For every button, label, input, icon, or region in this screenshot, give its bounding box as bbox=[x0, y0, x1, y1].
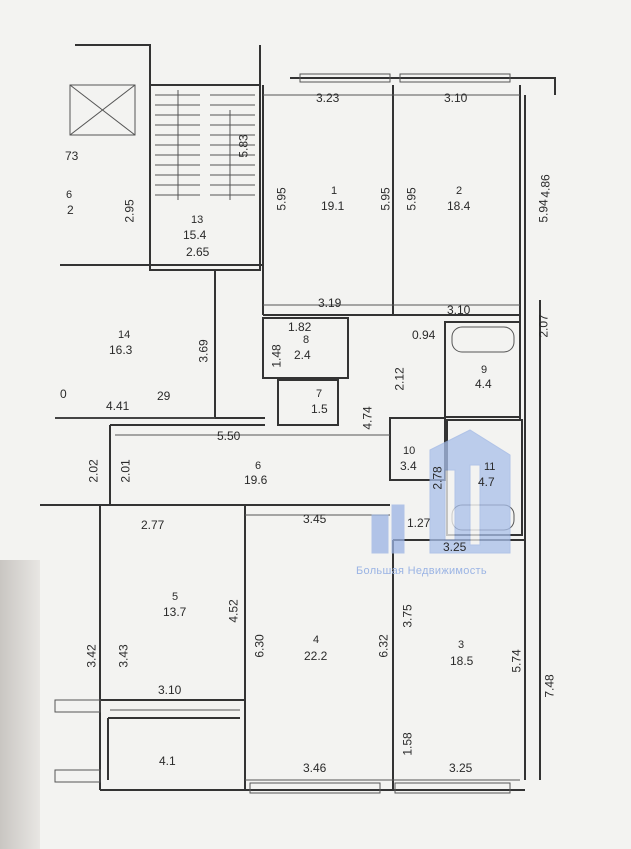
room-7-area: 1.5 bbox=[311, 402, 328, 416]
dim-342: 3.42 bbox=[84, 644, 99, 668]
dim-310-top: 3.10 bbox=[444, 91, 468, 105]
room-1-number: 1 bbox=[331, 185, 338, 197]
dim-369: 3.69 bbox=[196, 339, 211, 363]
room-3-area: 18.5 bbox=[450, 654, 474, 668]
dim-632: 6.32 bbox=[376, 634, 391, 658]
dim-630: 6.30 bbox=[252, 634, 267, 658]
room-9-number: 9 bbox=[481, 364, 488, 376]
room-10-area: 3.4 bbox=[400, 459, 417, 473]
watermark-text: Большая Недвижимость bbox=[356, 565, 487, 577]
thin-lines bbox=[54, 73, 520, 794]
dim-486: 4.86 bbox=[538, 174, 553, 198]
room-2-area: 18.4 bbox=[447, 199, 471, 213]
dim-310-mid: 3.10 bbox=[447, 303, 471, 317]
dim-323: 3.23 bbox=[316, 91, 340, 105]
dim-094: 0.94 bbox=[412, 328, 436, 342]
dim-0: 0 bbox=[60, 387, 67, 401]
room-9-area: 4.4 bbox=[475, 377, 492, 391]
dim-594: 5.94 bbox=[536, 199, 551, 223]
dim-325-bottom: 3.25 bbox=[449, 761, 473, 775]
dim-265: 2.65 bbox=[186, 245, 210, 259]
room-8-area: 2.4 bbox=[294, 348, 311, 362]
dim-474: 4.74 bbox=[360, 406, 375, 430]
room-4-number: 4 bbox=[313, 634, 320, 646]
room-11-number: 11 bbox=[484, 461, 496, 473]
room-13-area: 15.4 bbox=[183, 228, 207, 242]
dim-127: 1.27 bbox=[407, 516, 431, 530]
room-14-area: 16.3 bbox=[109, 343, 133, 357]
room-11-area: 4.7 bbox=[478, 475, 495, 489]
room-5-area: 13.7 bbox=[163, 605, 187, 619]
room-14-number: 14 bbox=[118, 329, 131, 341]
room-4-area: 22.2 bbox=[304, 649, 328, 663]
dim-595-a: 5.95 bbox=[274, 187, 289, 211]
dim-452: 4.52 bbox=[226, 599, 241, 623]
room-3-number: 3 bbox=[458, 639, 465, 651]
room-9-box bbox=[444, 321, 521, 418]
dim-277: 2.77 bbox=[141, 518, 165, 532]
room-2-number: 2 bbox=[456, 185, 463, 197]
dim-278: 2.78 bbox=[430, 466, 445, 490]
room-1-area: 19.1 bbox=[321, 199, 345, 213]
dim-29: 29 bbox=[157, 389, 171, 403]
dim-295: 2.95 bbox=[122, 199, 137, 223]
room-13-number: 13 bbox=[191, 214, 204, 226]
room-5-number: 5 bbox=[172, 591, 179, 603]
dim-748: 7.48 bbox=[542, 674, 557, 698]
dim-346: 3.46 bbox=[303, 761, 327, 775]
dim-41: 4.1 bbox=[159, 754, 176, 768]
room-6b-number: 6 bbox=[66, 189, 73, 201]
dim-212: 2.12 bbox=[392, 367, 407, 391]
outer-wall-top bbox=[290, 77, 556, 95]
dim-595-b: 5.95 bbox=[378, 187, 393, 211]
room-7-box bbox=[277, 379, 339, 426]
dim-343: 3.43 bbox=[116, 644, 131, 668]
room-6b-area: 2 bbox=[67, 203, 74, 217]
dim-319: 3.19 bbox=[318, 296, 342, 310]
dim-325-mid: 3.25 bbox=[443, 540, 467, 554]
dim-148: 1.48 bbox=[269, 344, 284, 368]
dim-441: 4.41 bbox=[106, 399, 130, 413]
dim-550: 5.50 bbox=[217, 429, 241, 443]
dim-375: 3.75 bbox=[400, 604, 415, 628]
dim-73: 73 bbox=[65, 149, 79, 163]
watermark-logo bbox=[371, 429, 511, 554]
outer-wall-left bbox=[75, 44, 151, 65]
stair-block bbox=[149, 84, 261, 271]
room-8-box bbox=[262, 317, 349, 379]
room-6-number: 6 bbox=[255, 460, 262, 472]
dim-595-c: 5.95 bbox=[404, 187, 419, 211]
dim-310-bottom: 3.10 bbox=[158, 683, 182, 697]
dim-182: 1.82 bbox=[288, 320, 312, 334]
dim-583: 5.83 bbox=[236, 134, 251, 158]
dim-201: 2.01 bbox=[118, 459, 133, 483]
room-6-area: 19.6 bbox=[244, 473, 268, 487]
dim-207: 2.07 bbox=[536, 314, 551, 338]
photo-shadow bbox=[0, 560, 40, 849]
dim-574: 5.74 bbox=[509, 649, 524, 673]
room-10-number: 10 bbox=[403, 445, 416, 457]
room-8-number: 8 bbox=[303, 334, 310, 346]
dim-158: 1.58 bbox=[400, 732, 415, 756]
dim-345: 3.45 bbox=[303, 512, 327, 526]
dim-202: 2.02 bbox=[86, 459, 101, 483]
room-7-number: 7 bbox=[316, 388, 323, 400]
